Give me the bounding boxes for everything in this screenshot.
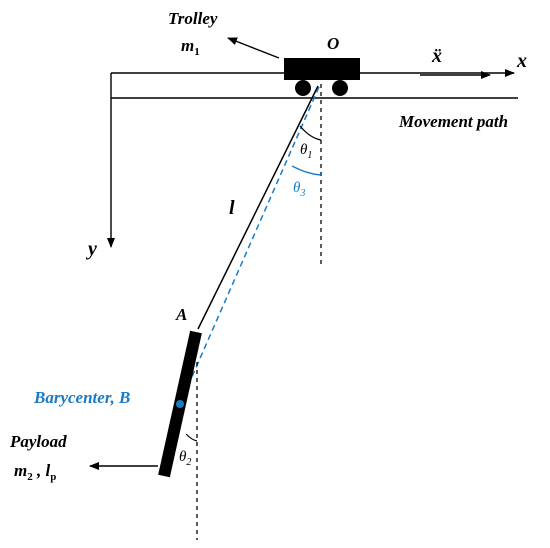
trolley-label: Trolley [168,9,218,28]
trolley-body [284,58,360,80]
barycenter-line [179,86,320,405]
trolley-wheel-left [295,80,311,96]
trolley-wheel-right [332,80,348,96]
x-axis-label: x [516,50,527,72]
theta1-label: θ1 [300,142,312,161]
theta3-arc [291,165,322,176]
theta2-arc [185,433,198,442]
trolley-pointer-arrow [227,37,280,59]
theta1-arc [299,125,322,141]
rope [197,85,319,330]
point-a-label: A [175,305,187,324]
payload-params-label: m2 , lp [14,461,56,483]
y-axis-label: y [86,238,97,260]
barycenter-label: Barycenter, B [33,388,130,407]
barycenter-point [176,400,184,408]
theta2-label: θ2 [179,449,191,468]
trolley-mass-label: m1 [181,36,200,58]
origin-label: O [327,34,339,53]
rope-length-label: l [229,197,235,219]
payload-label: Payload [9,432,67,451]
accel-label: ẍ [431,45,442,67]
theta3-label: θ3 [293,180,305,199]
movement-path-label: Movement path [398,112,508,131]
